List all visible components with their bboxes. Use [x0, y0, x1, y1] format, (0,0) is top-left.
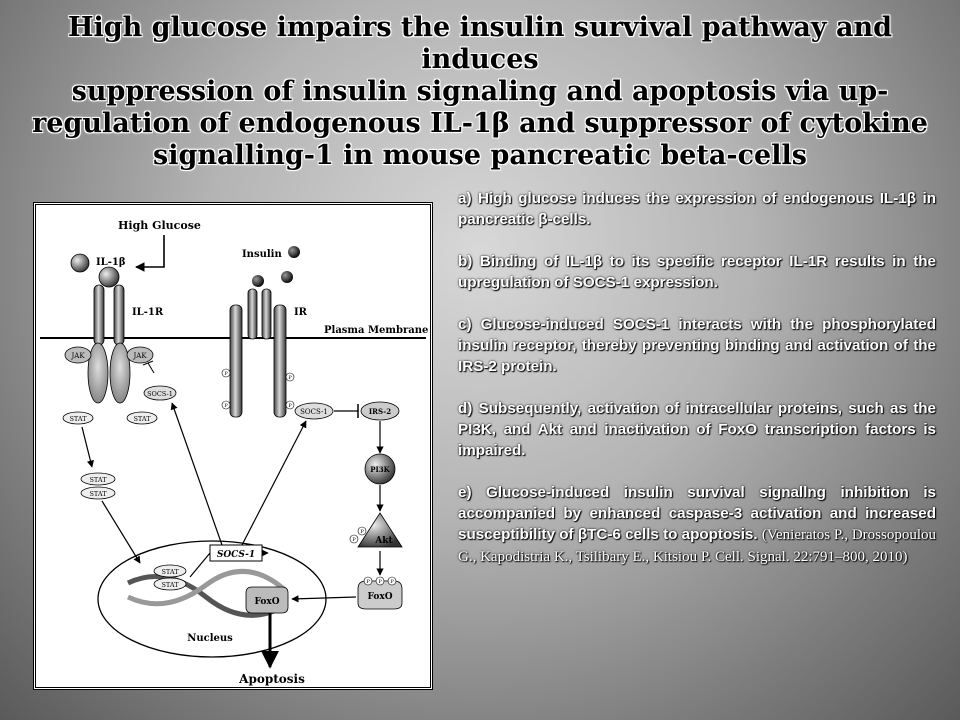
stat-nucleus-1-label: STAT: [161, 568, 179, 576]
svg-text:P: P: [366, 579, 370, 585]
ir-phospho-2: [221, 400, 231, 410]
high-glucose-label: High Glucose: [118, 219, 201, 232]
svg-text:P: P: [390, 579, 394, 585]
svg-text:P: P: [352, 537, 356, 543]
foxo-phospho-2: [375, 576, 385, 586]
il1b-ligand-bound: [98, 266, 120, 288]
stat-dimer-1: [80, 472, 116, 486]
dna-strand-1: [126, 574, 288, 618]
point-a: a) High glucose induces the expression o…: [458, 190, 936, 228]
svg-text:P: P: [224, 403, 228, 409]
insulin-molecule-3: [281, 271, 293, 283]
point-b: b) Binding of IL-1β to its specific rece…: [458, 253, 936, 291]
socs1-gene-label: SOCS-1: [217, 550, 255, 560]
foxo-translocation-arrow: [291, 595, 357, 603]
ir-alpha-1: [247, 288, 258, 340]
jak-left-label: JAK: [70, 352, 85, 360]
akt-phospho-2: [357, 526, 367, 536]
il1r-intracellular-1: [87, 342, 109, 404]
akt-label: Akt: [374, 536, 393, 546]
point-c: c) Glucose-induced SOCS-1 interacts with…: [458, 316, 936, 375]
foxo-cytoplasm: [357, 580, 403, 610]
plasma-membrane-label: Plasma Membrane: [324, 325, 428, 336]
ir-phospho-4: [285, 400, 295, 410]
socs1-jak-inhibit: [147, 362, 155, 374]
socs1-ir-bound: [294, 402, 334, 420]
jak-left: [64, 346, 92, 364]
insulin-molecule-1: [288, 246, 300, 258]
pi3k-label: PI3K: [370, 465, 390, 474]
stat-right: [126, 411, 158, 425]
insulin-molecule-2: [252, 275, 264, 287]
stat-dimer-1-label: STAT: [89, 476, 107, 484]
title-line-1: High glucose impairs the insulin surviva…: [67, 12, 893, 75]
title-line-4: signalling-1 in mouse pancreatic beta-ce…: [153, 140, 807, 171]
ir-beta-2: [273, 304, 287, 418]
pathway-diagram: Plasma Membrane High Glucose IL-1β IL-1R…: [33, 202, 433, 690]
dna-strand-2: [126, 569, 288, 607]
page-title: High glucose impairs the insulin surviva…: [10, 12, 950, 172]
foxo-nucleus-label: FoxO: [254, 597, 279, 607]
apoptosis-label: Apoptosis: [238, 672, 305, 686]
point-e-paragraph: e) Glucose-induced insulin survival sign…: [458, 482, 936, 568]
ir-phospho-3: [285, 372, 295, 382]
title-line-2: suppression of insulin signaling and apo…: [71, 76, 889, 107]
stat-left: [62, 411, 94, 425]
text-panel: a) High glucose induces the expression o…: [458, 188, 936, 713]
nucleus-outline: [97, 540, 327, 658]
citation: (Venieratos P., Drossopoulou G., Kapodis…: [458, 527, 936, 565]
point-d: d) Subsequently, activation of intracell…: [458, 400, 936, 459]
akt-protein: [357, 512, 403, 548]
jak-right-label: JAK: [132, 352, 147, 360]
irs2-label: IRS-2: [369, 407, 391, 416]
title-line-3: regulation of endogenous IL-1β and suppr…: [32, 108, 928, 139]
foxo-nucleus: [245, 586, 289, 614]
socs1-cytoplasm-1-label: SOCS-1: [147, 390, 173, 398]
pathway-diagram-svg: Plasma Membrane High Glucose IL-1β IL-1R…: [40, 219, 428, 686]
stat-right-label: STAT: [133, 415, 151, 423]
ir-beta-1: [229, 304, 243, 418]
stat-dimerization-arrow: [81, 426, 94, 468]
stat-nucleus-2: [153, 577, 187, 591]
foxo-cytoplasm-label: FoxO: [367, 592, 392, 602]
ir-label: IR: [294, 307, 308, 318]
nucleus-label: Nucleus: [187, 633, 233, 644]
socs1-expression-arrow-2: [241, 420, 307, 546]
ir-alpha-2: [261, 288, 272, 340]
stat-nucleus-1: [153, 564, 187, 578]
insulin-label: Insulin: [242, 249, 282, 260]
il1r-chain-2: [113, 284, 125, 346]
socs1-expression-arrow-1: [170, 402, 223, 546]
socs1-cytoplasm-1: [143, 385, 177, 401]
stat-dimer-2-label: STAT: [89, 490, 107, 498]
irs2-protein: [360, 401, 400, 421]
svg-text:P: P: [288, 403, 292, 409]
stat-nucleus-2-label: STAT: [161, 581, 179, 589]
il1r-intracellular-2: [109, 342, 131, 404]
socs1-ir-bound-label: SOCS-1: [300, 408, 328, 416]
foxo-phospho-1: [363, 576, 373, 586]
foxo-phospho-3: [387, 576, 397, 586]
akt-phospho-1: [349, 534, 359, 544]
stat-nucleus-arrow: [101, 500, 141, 564]
point-e: e) Glucose-induced insulin survival sign…: [458, 484, 936, 543]
il1r-label: IL-1R: [132, 307, 164, 318]
svg-text:P: P: [360, 529, 364, 535]
svg-text:P: P: [378, 579, 382, 585]
stat-left-label: STAT: [69, 415, 87, 423]
glucose-arrow: [135, 235, 165, 272]
jak-right: [126, 346, 154, 364]
svg-text:P: P: [288, 375, 292, 381]
stat-dimer-2: [80, 486, 116, 500]
il1r-chain-1: [93, 284, 105, 346]
il1b-label: IL-1β: [96, 257, 126, 268]
pi3k-protein: [364, 453, 396, 485]
il1b-ligand-free: [70, 253, 90, 273]
ir-phospho-1: [221, 368, 231, 378]
svg-text:P: P: [224, 371, 228, 377]
